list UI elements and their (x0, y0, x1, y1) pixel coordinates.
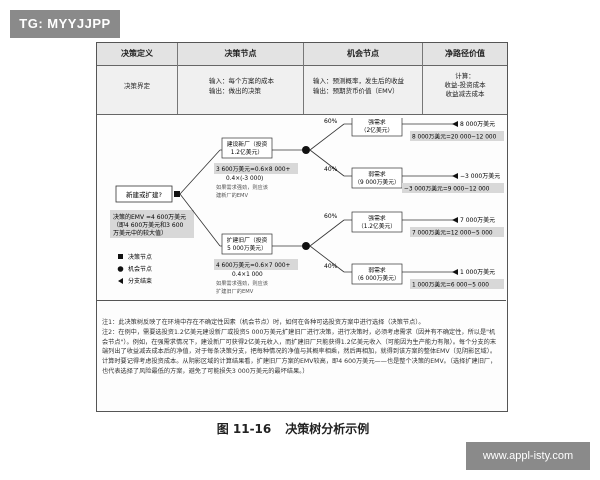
branch-line (309, 245, 345, 273)
sub-net-line3: 收益减去成本 (445, 90, 485, 98)
branch-new-line1: 建设新厂（投资 (227, 140, 268, 148)
outcome-3-line1: 强需求 (368, 214, 386, 222)
sub-decision-input: 输入：每个方案的成本 (209, 77, 274, 85)
outcome-4-line1: 弱需求 (368, 266, 386, 274)
prob-60-a: 60% (324, 118, 338, 125)
sub-decision-output: 输出：做出的决策 (209, 87, 261, 95)
new-emv-shade (214, 163, 298, 174)
value-calc-shade (410, 227, 504, 237)
outcome-1-line2: （2亿美元） (361, 126, 394, 134)
decision-emv-line3: 万美元中的较大值） (113, 229, 167, 237)
outcome-box (351, 211, 403, 233)
prob-40-b: 40% (324, 263, 338, 270)
header-row: 决策定义 决策节点 机会节点 净路径价值 (97, 43, 507, 66)
exp-emv-line4: 扩建旧厂的EMV (216, 287, 254, 295)
branch-exp-line2: 5 000万美元） (227, 244, 267, 252)
notes: 注1：此决策树反映了在环境中存在不确定性因素（机会节点）时，如何在各种可选投资方… (102, 318, 500, 377)
exp-emv-line3: 如果需求强劲，则应该 (216, 279, 268, 287)
sub-net-calc: 计算： (455, 72, 475, 80)
end-triangle-icon (452, 121, 458, 127)
end-value-3: 7 000万美元 (460, 216, 495, 224)
header-col-decision-node: 决策节点 (224, 49, 257, 58)
end-calc-4: 1 000万美元=6 000−5 000 (412, 281, 489, 289)
new-emv-line1: 3 600万美元=0.6×8 000+ (216, 165, 291, 173)
branch-line (309, 219, 345, 247)
outcome-box (351, 167, 403, 189)
decision-emv-shade (110, 210, 194, 238)
end-calc-3: 7 000万美元=12 000−5 000 (412, 229, 493, 237)
outcome-4-line2: （6 000万美元） (354, 274, 400, 282)
value-calc-shade (402, 183, 504, 193)
outcome-1-line1: 强需求 (368, 118, 386, 126)
end-value-4: 1 000万美元 (460, 268, 495, 276)
outcome-2-line2: （9 000万美元） (354, 178, 400, 186)
branch-line (309, 123, 345, 151)
caption-figure-number: 图 11-16 (216, 422, 272, 436)
decision-box (115, 185, 173, 203)
watermark-top: TG: MYYJJPP (10, 10, 120, 38)
new-emv-line4: 建新厂的EMV (216, 191, 249, 199)
chance-node-icon (302, 242, 310, 250)
exp-emv-line1: 4 600万美元=0.6×7 000+ (216, 261, 291, 269)
end-triangle-icon (452, 269, 458, 275)
sub-chance-input: 输入：预测概率，发生后的收益 (313, 77, 404, 85)
divider (177, 43, 178, 114)
end-value-2: −3 000万美元 (460, 172, 500, 180)
figure-caption: 图 11-16 决策树分析示例 (0, 420, 600, 437)
end-value-1: 8 000万美元 (460, 120, 495, 128)
branch-new-box (221, 137, 273, 159)
note-1: 注1：此决策树反映了在环境中存在不确定性因素（机会节点）时，如何在各种可选投资方… (102, 319, 425, 326)
new-emv-line3: 如果需求强劲，则应该 (216, 183, 268, 191)
sub-net-line2: 收益-投资成本 (444, 81, 486, 89)
value-calc-shade (410, 279, 504, 289)
watermark-bottom: www.appl-isty.com (466, 442, 590, 470)
decision-node-icon (174, 191, 180, 197)
decision-emv-line1: 决策的EMV =4 600万美元 (113, 213, 186, 221)
legend-end: 分支结束 (128, 277, 152, 285)
branch-new-line2: 1.2亿美元） (231, 148, 263, 156)
legend-decision: 决策节点 (128, 253, 152, 261)
exp-emv-line2: 0.4×1 000 (232, 272, 263, 278)
divider (422, 43, 423, 114)
note-2: 注2：在例中，需要选投资1.2亿美元建设新厂或投资5 000万美元扩建旧厂进行决… (102, 328, 497, 375)
divider (96, 300, 506, 301)
outcome-3-line2: （1.2亿美元） (358, 222, 396, 230)
legend-chance-icon (117, 266, 124, 272)
decision-label: 新建或扩建? (126, 190, 162, 199)
caption-title: 决策树分析示例 (285, 422, 370, 436)
outcome-box (351, 263, 403, 285)
prob-40-a: 40% (324, 166, 338, 173)
sub-chance-output: 输出：预期货币价值（EMV） (313, 87, 399, 95)
value-calc-shade (410, 131, 504, 141)
legend-decision-icon (118, 254, 123, 259)
header-col-chance-node: 机会节点 (347, 49, 379, 58)
end-triangle-icon (452, 217, 458, 223)
branch-line (179, 149, 221, 195)
end-calc-1: 8 000万美元=20 000−12 000 (412, 133, 497, 141)
decision-tree: 新建或扩建? 决策的EMV =4 600万美元 （即4 600万美元和3 600… (110, 118, 504, 295)
exp-emv-shade (214, 259, 298, 270)
sub-definition: 决策界定 (124, 82, 150, 90)
end-triangle-icon (452, 173, 458, 179)
legend-end-icon (118, 278, 123, 284)
decision-emv-line2: （即4 600万美元和3 600 (113, 221, 184, 229)
header-col-definition: 决策定义 (121, 49, 153, 58)
end-calc-2: −3 000万美元=9 000−12 000 (404, 185, 490, 193)
subheader-row: 决策界定 输入：每个方案的成本 输出：做出的决策 输入：预测概率，发生后的收益 … (97, 66, 507, 115)
branch-exp-box (221, 233, 273, 255)
chance-node-icon (302, 146, 310, 154)
new-emv-line2: 0.4×(-3 000) (226, 176, 263, 182)
legend-chance: 机会节点 (128, 265, 152, 273)
branch-exp-line1: 扩建旧厂（投资 (227, 236, 268, 244)
prob-60-b: 60% (324, 213, 338, 220)
branch-line (179, 193, 221, 247)
branch-line (309, 149, 345, 177)
outcome-2-line1: 弱需求 (368, 170, 386, 178)
header-col-net-value: 净路径价值 (445, 49, 485, 58)
divider (303, 43, 304, 114)
outcome-box (351, 118, 403, 137)
